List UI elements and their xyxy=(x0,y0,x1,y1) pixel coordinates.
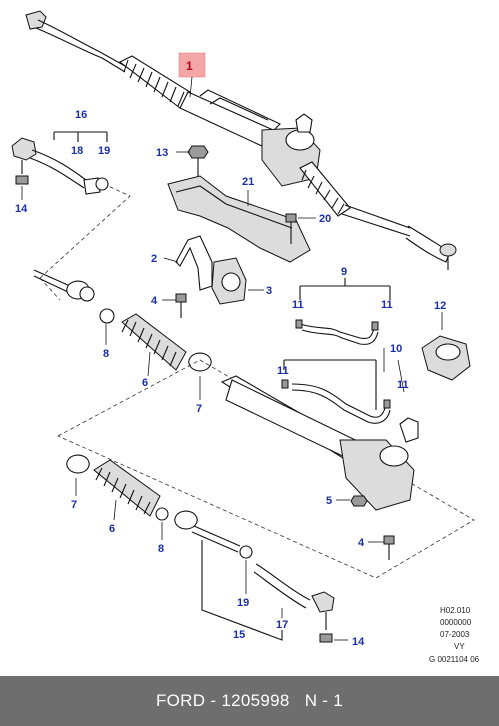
callout-11-b: 11 xyxy=(381,299,393,311)
ref-line-3: 07-2003 xyxy=(440,630,470,639)
callout-17: 17 xyxy=(276,619,288,631)
callout-11-a: 11 xyxy=(292,299,304,311)
inner-tie-rod-upper-group xyxy=(33,269,212,400)
callout-4-lower: 4 xyxy=(358,537,365,549)
callout-16: 16 xyxy=(75,109,87,121)
footer-brand: FORD xyxy=(155,691,206,710)
left-tie-rod-end-group xyxy=(11,131,131,301)
callout-21: 21 xyxy=(242,176,254,188)
steering-gear-assembly xyxy=(25,10,457,270)
callout-1: 1 xyxy=(186,59,193,73)
callout-14-lower: 14 xyxy=(352,636,365,648)
callout-15: 15 xyxy=(233,629,245,641)
callout-20: 20 xyxy=(319,213,331,225)
ref-line-1: H02.010 xyxy=(440,606,471,615)
callout-6-upper: 6 xyxy=(142,377,148,389)
ref-line-4: VY xyxy=(454,642,465,651)
inner-tie-rod-lower-group xyxy=(66,454,348,643)
callout-3: 3 xyxy=(266,285,272,297)
callout-19-lower: 19 xyxy=(237,597,249,609)
callout-5: 5 xyxy=(326,495,332,507)
footer-gap xyxy=(290,691,305,711)
footer-separator: - xyxy=(205,691,222,710)
pressure-lines-group xyxy=(281,278,405,424)
callout-1-highlight xyxy=(178,52,206,78)
ref-line-2: 0000000 xyxy=(440,618,472,627)
callout-9: 9 xyxy=(341,266,347,278)
part-footer-bar: FORD - 1205998 N - 1 xyxy=(0,676,499,726)
steering-rack-exploded-diagram: 1 xyxy=(11,10,480,664)
callout-12: 12 xyxy=(434,300,446,312)
column-seal-group xyxy=(421,312,471,381)
callout-8-upper: 8 xyxy=(103,348,109,360)
callout-4-upper: 4 xyxy=(151,295,158,307)
rack-housing-lower xyxy=(57,359,475,579)
callout-11-c: 11 xyxy=(277,365,289,377)
mounting-hardware-group xyxy=(162,145,316,318)
callout-18: 18 xyxy=(71,145,83,157)
callout-14-upper: 14 xyxy=(15,203,28,215)
footer-position: N - 1 xyxy=(304,691,344,710)
callout-8-lower: 8 xyxy=(158,543,164,555)
callout-13: 13 xyxy=(156,147,168,159)
callout-7-lower: 7 xyxy=(71,499,77,511)
footer-part-number: 1205998 xyxy=(221,691,290,710)
callout-7-upper: 7 xyxy=(196,403,202,415)
callout-2: 2 xyxy=(151,253,157,265)
ref-line-5: G 0021104 06 xyxy=(429,655,480,664)
callout-10: 10 xyxy=(390,343,402,355)
callout-6-lower: 6 xyxy=(109,523,115,535)
drawing-reference-block: H02.010 0000000 07-2003 VY G 0021104 06 xyxy=(429,606,480,664)
callout-19-upper: 19 xyxy=(98,145,110,157)
callout-11-d: 11 xyxy=(397,379,409,391)
